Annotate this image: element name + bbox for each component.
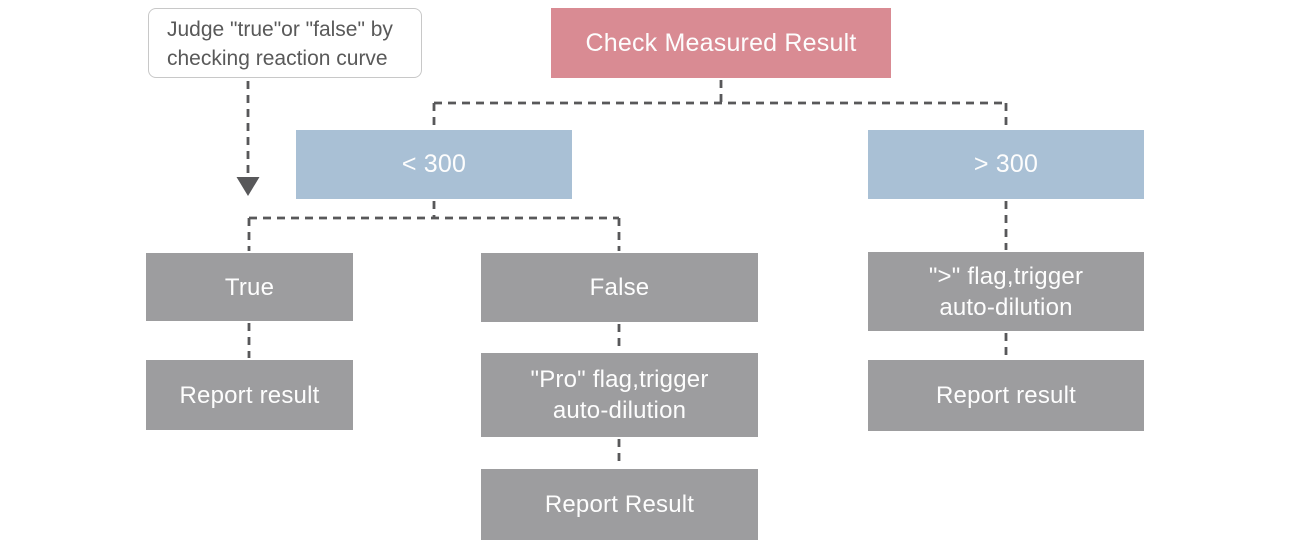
node-greater-than-300: > 300 xyxy=(868,130,1144,199)
node-label: True xyxy=(224,273,275,301)
node-report-result-bottom: Report Result xyxy=(481,469,758,540)
annotation-note-box: Judge "true"or "false" by checking react… xyxy=(148,8,422,78)
annotation-note-line: checking reaction curve xyxy=(167,47,388,70)
node-check-measured-result: Check Measured Result xyxy=(551,8,891,78)
node-label: < 300 xyxy=(401,150,467,178)
node-label: > 300 xyxy=(973,150,1039,178)
node-report-result-left: Report result xyxy=(146,360,353,430)
node-label: Report result xyxy=(179,381,320,409)
node-label-line: auto-dilution xyxy=(939,293,1073,321)
node-label-line: "Pro" flag,trigger xyxy=(530,366,709,393)
arrowhead-down-icon xyxy=(236,177,260,196)
node-pro-flag-auto-dilution: "Pro" flag,trigger auto-dilution xyxy=(481,353,758,437)
node-label: Check Measured Result xyxy=(585,28,857,57)
annotation-note-line: Judge "true"or "false" by xyxy=(167,18,393,41)
node-label-line: ">" flag,trigger xyxy=(928,262,1084,290)
node-label: False xyxy=(589,274,650,301)
node-report-result-right: Report result xyxy=(868,360,1144,431)
node-false: False xyxy=(481,253,758,322)
node-true: True xyxy=(146,253,353,321)
node-gt-flag-auto-dilution: ">" flag,trigger auto-dilution xyxy=(868,252,1144,331)
connector-lt300-branch xyxy=(247,201,621,251)
node-less-than-300: < 300 xyxy=(296,130,572,199)
node-label-line: auto-dilution xyxy=(552,397,687,424)
node-label: Report result xyxy=(936,382,1076,409)
connector-top-branch xyxy=(432,80,1008,128)
node-label: Report Result xyxy=(544,491,695,518)
